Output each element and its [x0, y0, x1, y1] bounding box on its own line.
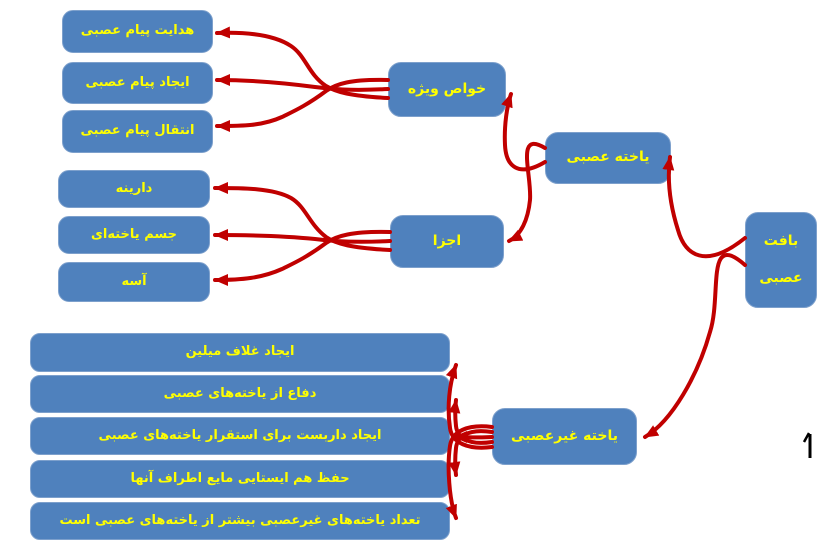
- node-component-dendrite: دارینه: [58, 170, 210, 208]
- arrow-non-nerve-to-defense: [448, 398, 494, 445]
- node-components: اجزا: [390, 215, 504, 268]
- node-property-conduction: هدایت پیام عصبی: [62, 10, 213, 53]
- arrow-non-nerve-to-myelin: [445, 363, 494, 450]
- node-property-transmission: انتقال پیام عصبی: [62, 110, 213, 153]
- arrow-components-to-dendrite: [213, 182, 392, 252]
- arrow-nerve-cell-to-special: [501, 92, 547, 172]
- node-function-defense: دفاع از یاخته‌های عصبی: [30, 375, 450, 413]
- node-function-homeostasis: حفظ هم ایستایی مایع اطراف آنها: [30, 460, 450, 498]
- arrow-nerve-cell-to-components: [507, 141, 547, 243]
- arrow-components-to-cell-body: [213, 229, 392, 244]
- arrow-special-to-creation: [215, 74, 390, 92]
- node-non-nerve-cell: یاخته غیرعصبی: [492, 408, 637, 465]
- node-property-creation: ایجاد پیام عصبی: [62, 62, 213, 104]
- arrow-root-to-non-nerve-cell: [643, 253, 747, 439]
- text-cursor-mark: [802, 432, 812, 458]
- node-nerve-cell: یاخته عصبی: [545, 132, 671, 184]
- root-label-line1: بافت: [763, 232, 799, 249]
- arrow-special-to-transmission: [215, 77, 390, 132]
- arrow-root-to-nerve-cell: [662, 155, 747, 259]
- node-function-count: تعداد یاخته‌های غیرعصبی بیشتر از یاخته‌ه…: [30, 502, 450, 540]
- arrow-non-nerve-to-count: [445, 424, 494, 520]
- node-special-properties: خواص ویژه: [388, 62, 506, 117]
- root-label-line2: عصبی: [759, 269, 803, 286]
- arrow-non-nerve-to-homeostasis: [448, 429, 494, 477]
- node-function-scaffold: ایجاد داربست برای استقرار یاخته‌های عصبی: [30, 417, 450, 455]
- node-component-cell-body: جسم یاخته‌ای: [58, 216, 210, 254]
- node-function-myelin-sheath: ایجاد غلاف میلین: [30, 333, 450, 372]
- node-root-nervous-tissue: بافت عصبی: [745, 212, 817, 308]
- arrow-components-to-axon: [213, 229, 392, 286]
- arrow-special-to-conduction: [215, 26, 390, 100]
- node-component-axon: آسه: [58, 262, 210, 302]
